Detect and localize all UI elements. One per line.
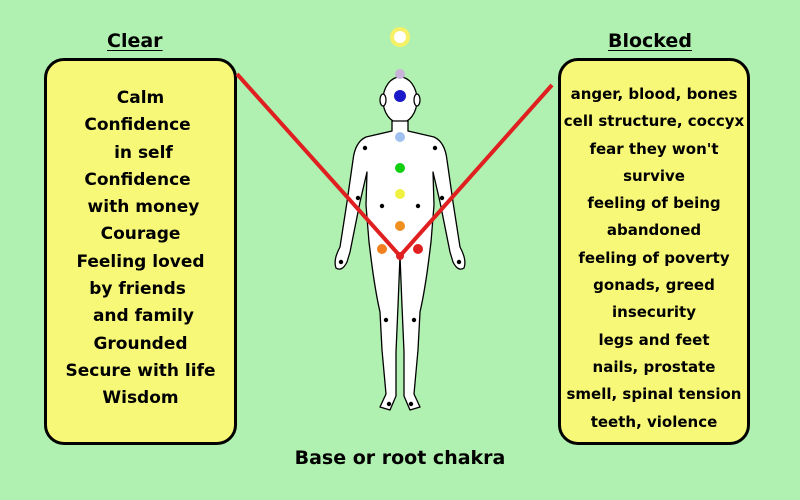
blocked-item: feeling of being <box>587 194 721 213</box>
blocked-item: teeth, violence <box>590 412 718 431</box>
chakra-dot-icon <box>413 244 423 254</box>
clear-item: Secure with life <box>65 360 216 381</box>
chakra-dot-icon <box>395 221 405 231</box>
clear-heading: Clear <box>107 30 163 52</box>
chakra-dot-icon <box>395 132 405 142</box>
clear-panel: Calm Confidence in self Confidence with … <box>44 58 237 445</box>
blocked-item: legs and feet <box>598 330 710 349</box>
clear-item: and family <box>87 306 194 327</box>
blocked-item: nails, prostate <box>592 357 716 376</box>
blocked-item: smell, spinal tension <box>566 385 742 404</box>
blocked-heading: Blocked <box>608 30 692 52</box>
clear-item: with money <box>81 197 200 218</box>
root-chakra-v-line <box>235 72 554 258</box>
clear-list: Calm Confidence in self Confidence with … <box>47 85 234 413</box>
diagram-caption: Base or root chakra <box>294 447 506 469</box>
blocked-item: fear they won't <box>589 139 719 158</box>
clear-item: Feeling loved <box>76 251 205 272</box>
chakra-dot-crown <box>394 31 406 43</box>
blocked-panel: anger, blood, bones cell structure, cocc… <box>558 58 750 445</box>
blocked-item: feeling of poverty <box>578 248 730 267</box>
clear-item: Calm <box>116 88 165 108</box>
clear-item: Confidence <box>84 169 197 190</box>
blocked-item: anger, blood, bones <box>570 85 738 103</box>
chakra-dot-icon <box>394 90 406 102</box>
clear-item: Confidence <box>84 115 197 136</box>
blocked-item: cell structure, coccyx <box>563 112 745 131</box>
clear-item: in self <box>108 142 173 163</box>
chakra-dot-icon <box>395 189 405 199</box>
chakra-dot-icon <box>395 163 405 173</box>
human-figure-icon <box>334 76 466 411</box>
blocked-item: abandoned <box>606 221 702 240</box>
blocked-item: insecurity <box>612 303 696 322</box>
clear-item: Courage <box>100 224 181 245</box>
clear-item: by friends <box>89 279 192 300</box>
chakra-dot-icon <box>377 244 387 254</box>
joint-dots <box>338 145 462 407</box>
chakra-dot-icon <box>395 69 405 79</box>
crown-light-icon <box>390 27 410 47</box>
blocked-item: gonads, greed <box>593 276 715 295</box>
blocked-item: survive <box>623 166 685 185</box>
clear-item: Wisdom <box>102 388 179 409</box>
clear-item: Grounded <box>93 333 188 354</box>
blocked-list: anger, blood, bones cell structure, cocc… <box>561 81 747 436</box>
